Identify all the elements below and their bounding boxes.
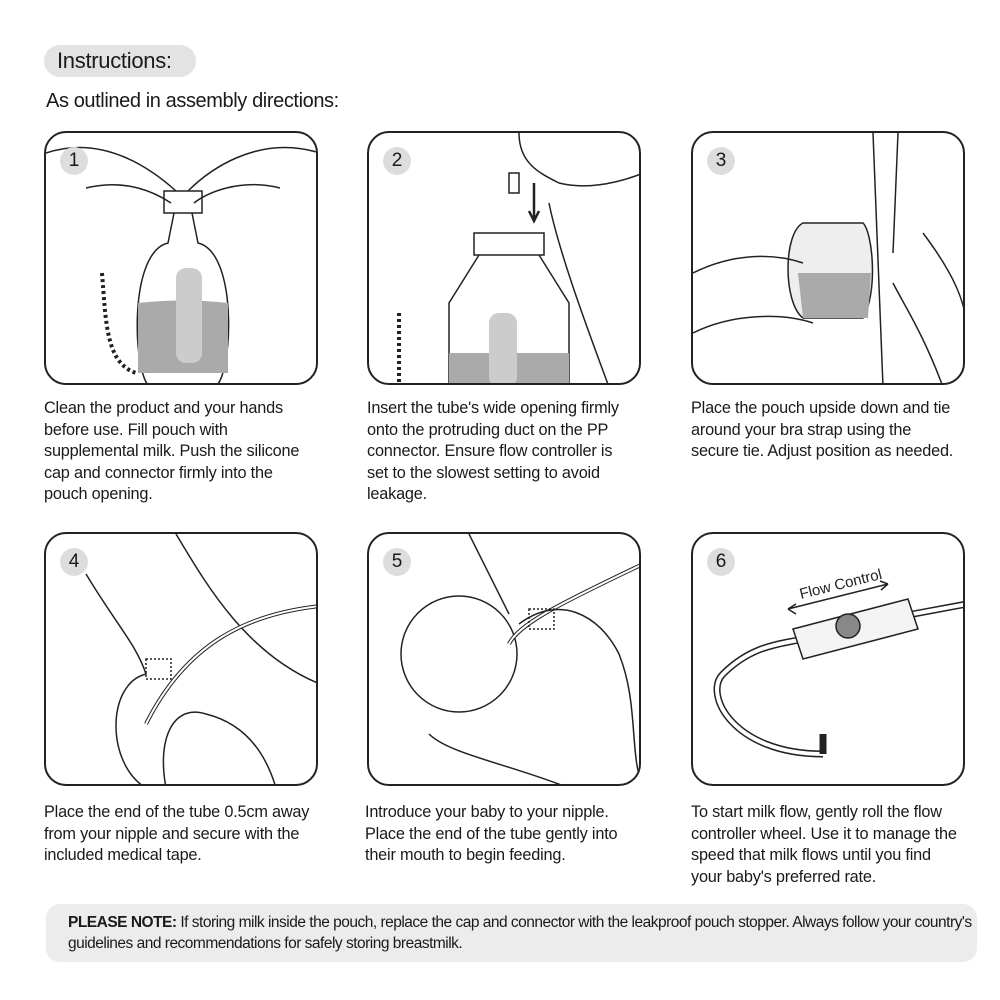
step-4-illustration: 4 — [44, 532, 318, 786]
step-1-illustration: 1 — [44, 131, 318, 385]
step-number: 5 — [383, 548, 411, 576]
step-number: 2 — [383, 147, 411, 175]
step-6-caption: To start milk flow, gently roll the flow… — [691, 803, 957, 886]
step-2-illustration: 2 — [367, 131, 641, 385]
step-number: 6 — [707, 548, 735, 576]
bottle-hands-icon — [46, 146, 316, 383]
step-6-illustration: 6 Flow Control — [691, 532, 965, 786]
step-5-caption: Introduce your baby to your nipple.Place… — [365, 803, 618, 865]
note-text: If storing milk inside the pouch, replac… — [68, 914, 972, 952]
please-note-box: PLEASE NOTE: If storing milk inside the … — [46, 904, 977, 962]
step-5-illustration: 5 — [367, 532, 641, 786]
tube-nipple-icon — [85, 534, 316, 784]
step-number: 4 — [60, 548, 88, 576]
note-label: PLEASE NOTE: — [68, 914, 177, 931]
step-number: 1 — [60, 147, 88, 175]
step-number: 3 — [707, 147, 735, 175]
heading-text: Instructions: — [57, 48, 172, 73]
flow-control-label: Flow Control — [798, 566, 884, 603]
baby-feeding-icon — [400, 534, 639, 784]
instructions-heading: Instructions: — [44, 45, 196, 77]
tube-connect-icon — [397, 133, 639, 383]
flow-controller-icon: Flow Control — [713, 566, 963, 758]
subtitle: As outlined in assembly directions: — [46, 90, 339, 112]
step-3-illustration: 3 — [691, 131, 965, 385]
pouch-strap-icon — [693, 133, 963, 383]
